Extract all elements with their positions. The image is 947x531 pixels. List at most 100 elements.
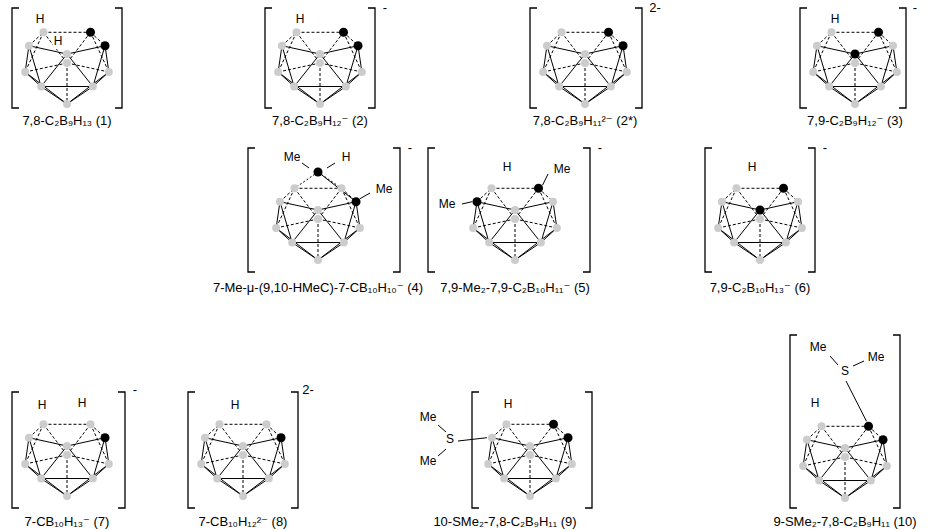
compound-name: 7-CB₁₀H₁₂²⁻ (8) xyxy=(198,515,289,530)
substituent-bond xyxy=(360,193,370,199)
cluster-bond xyxy=(530,424,554,455)
boron-vertex xyxy=(827,28,835,36)
boron-vertex xyxy=(292,28,300,36)
cluster-bond xyxy=(718,219,760,228)
substituent-bond xyxy=(438,425,446,432)
cluster-bond xyxy=(278,72,320,104)
boron-vertex xyxy=(732,184,740,192)
cluster-bond xyxy=(530,455,572,464)
cluster-bond xyxy=(543,32,561,72)
cluster-drawing xyxy=(274,28,366,108)
boron-vertex xyxy=(105,460,113,468)
cluster-bond xyxy=(67,455,109,464)
cluster-bond xyxy=(43,424,90,425)
bracket xyxy=(790,335,797,508)
atom-label: Me xyxy=(419,411,438,425)
boron-vertex xyxy=(851,59,859,67)
compound-name: 7,9-Me₂-7,9-C₂B₁₀H₁₁⁻ (5) xyxy=(439,281,591,296)
cluster-bond xyxy=(25,32,43,72)
cluster-bond xyxy=(554,424,572,464)
boron-vertex xyxy=(526,492,534,500)
cluster-bond xyxy=(282,46,294,87)
boron-vertex xyxy=(276,198,284,206)
cluster-bond xyxy=(543,72,585,104)
compound-name: 7-CB₁₀H₁₃⁻ (7) xyxy=(24,515,111,530)
cluster-bond xyxy=(318,228,360,260)
cluster-bond xyxy=(879,32,897,72)
cluster-bond xyxy=(855,54,881,87)
charge-label: 2- xyxy=(648,1,662,16)
boron-vertex xyxy=(63,442,71,450)
boron-vertex xyxy=(263,420,271,428)
atom-label: H xyxy=(53,35,64,49)
boron-vertex xyxy=(539,68,547,76)
atom-label: H xyxy=(35,13,46,27)
cluster-bond xyxy=(855,32,879,63)
carbon-vertex xyxy=(874,28,883,37)
cluster-bond xyxy=(489,242,541,243)
carbon-vertex xyxy=(101,41,110,50)
cluster-bond xyxy=(504,446,530,479)
carbon-vertex xyxy=(779,184,788,193)
boron-vertex xyxy=(581,59,589,67)
cluster-bond xyxy=(585,72,627,104)
brackets xyxy=(800,8,906,108)
cluster-bond xyxy=(585,32,609,63)
boron-vertex xyxy=(511,206,519,214)
cluster-bond xyxy=(320,72,362,104)
boron-vertex xyxy=(89,475,97,483)
boron-vertex xyxy=(25,434,33,442)
cluster-bond xyxy=(530,438,568,446)
cluster-drawing xyxy=(469,184,561,264)
cluster-bond xyxy=(318,188,342,219)
cluster-bond xyxy=(515,188,539,219)
cluster-bond xyxy=(760,228,802,260)
cluster-bond xyxy=(803,426,821,466)
atom-label: H xyxy=(830,13,841,27)
cluster-bond xyxy=(280,202,318,210)
cluster-bond xyxy=(41,478,93,479)
cluster-bond xyxy=(41,54,67,87)
cluster-bond xyxy=(43,32,67,63)
atom-label: H xyxy=(37,399,48,413)
cluster-bond xyxy=(294,188,341,189)
boron-vertex xyxy=(37,475,45,483)
cluster-bond xyxy=(278,32,296,72)
cluster-bond xyxy=(845,457,846,498)
carbon-vertex xyxy=(879,435,888,444)
brackets xyxy=(472,392,592,508)
cluster-bond xyxy=(760,202,798,210)
boron-vertex xyxy=(581,100,589,108)
brackets xyxy=(705,148,815,272)
carbon-vertex xyxy=(101,433,110,442)
cluster-bond xyxy=(344,32,362,72)
boron-vertex xyxy=(290,83,298,91)
cluster-bond xyxy=(29,438,67,446)
cluster-drawing xyxy=(21,420,113,500)
boron-vertex xyxy=(500,475,508,483)
cluster-bond xyxy=(491,188,538,189)
atom-label: H xyxy=(77,397,88,411)
cluster-bond xyxy=(760,219,761,260)
cluster-bond xyxy=(831,32,878,33)
boron-vertex xyxy=(552,475,560,483)
atom-label: Me xyxy=(438,198,457,212)
cluster-bond xyxy=(530,446,556,479)
boron-vertex xyxy=(841,453,849,461)
boron-vertex xyxy=(568,460,576,468)
cluster-bond xyxy=(41,446,67,479)
boron-vertex xyxy=(288,239,296,247)
cluster-bond xyxy=(817,46,855,54)
substituent-bond xyxy=(462,202,472,204)
cluster-bond xyxy=(817,46,829,87)
cluster-bond xyxy=(67,455,68,496)
boron-vertex xyxy=(278,42,286,50)
cluster-bond xyxy=(547,46,585,54)
atom-label: H xyxy=(230,399,241,413)
cluster-bond xyxy=(515,219,516,260)
bracket xyxy=(393,148,400,272)
boron-vertex xyxy=(883,462,891,470)
cluster-bond xyxy=(831,32,855,63)
boron-vertex xyxy=(314,256,322,264)
